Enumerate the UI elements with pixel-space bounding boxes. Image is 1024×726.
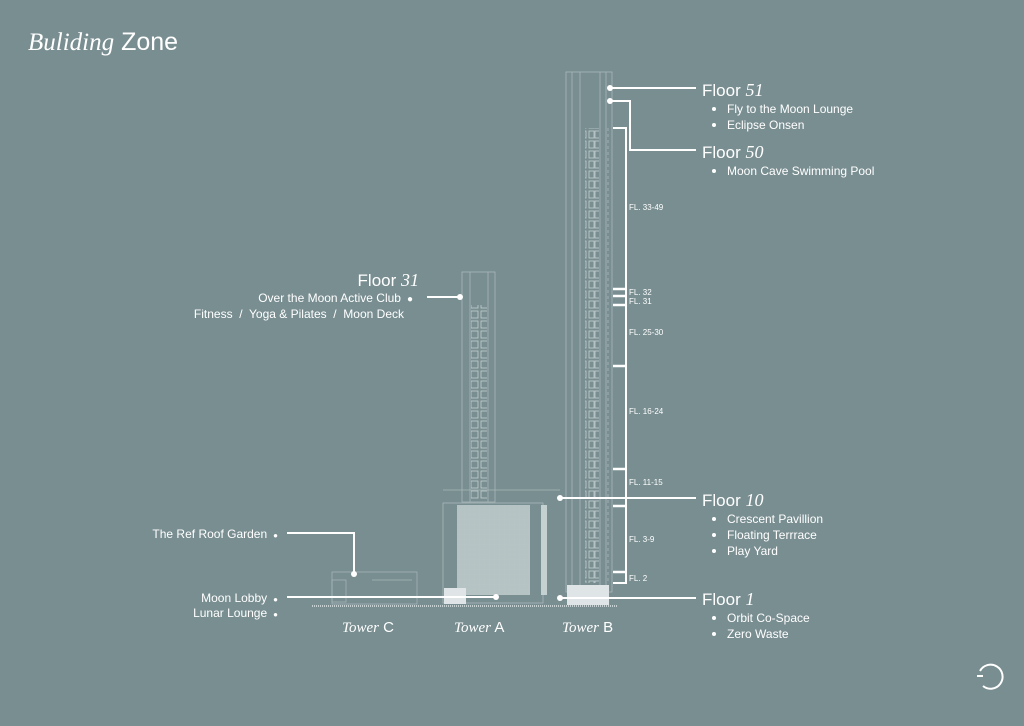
floor-1-heading: Floor 1: [702, 589, 755, 609]
tower-a-label: Tower A: [454, 619, 505, 636]
tower-a-drawing: [442, 271, 544, 604]
floor-31-callout: Floor 31: [358, 270, 419, 291]
title-italic: Buliding: [28, 29, 115, 56]
floor-range-label: FL. 32: [629, 288, 652, 297]
floor-range-label: FL. 16-24: [629, 407, 664, 416]
feature-item: Floating Terrrace: [702, 527, 823, 543]
floor-31-activities: Fitness / Yoga & Pilates / Moon Deck: [193, 307, 404, 321]
floor-50-features: Moon Cave Swimming Pool: [702, 163, 874, 179]
floor-50-heading: Floor 50: [702, 142, 764, 162]
floor-range-label: FL. 25-30: [629, 328, 664, 337]
feature-item: Crescent Pavillion: [702, 511, 823, 527]
roof-garden-label: The Ref Roof Garden●: [152, 527, 278, 541]
floor-range-label: FL. 11-15: [629, 478, 663, 487]
floor-range-label: FL. 33-49: [629, 203, 664, 212]
floor-range-label: FL. 2: [629, 574, 648, 583]
feature-item: Zero Waste: [702, 626, 810, 642]
floor-51-features: Fly to the Moon Lounge Eclipse Onsen: [702, 101, 853, 133]
floor-51-heading: Floor 51: [702, 80, 764, 100]
floor-10-features: Crescent Pavillion Floating Terrrace Pla…: [702, 511, 823, 559]
tower-b-label: Tower B: [562, 619, 614, 636]
floor-1-features: Orbit Co-Space Zero Waste: [702, 610, 810, 642]
tower-b-drawing: [565, 71, 613, 593]
floor-10-callout: Floor 10 Crescent Pavillion Floating Ter…: [702, 490, 823, 559]
floor-31-club: Over the Moon Active Club●: [258, 291, 413, 305]
feature-item: Orbit Co-Space: [702, 610, 810, 626]
feature-item: Fly to the Moon Lounge: [702, 101, 853, 117]
floor-1-callout: Floor 1 Orbit Co-Space Zero Waste: [702, 589, 810, 642]
feature-item: Play Yard: [702, 543, 823, 559]
moon-lobby-label: Moon Lobby●: [201, 591, 278, 605]
floor-50-callout: Floor 50 Moon Cave Swimming Pool: [702, 142, 874, 179]
title-regular: Zone: [121, 28, 179, 56]
floor-10-heading: Floor 10: [702, 490, 764, 510]
floor-51-callout: Floor 51 Fly to the Moon Lounge Eclipse …: [702, 80, 853, 133]
page-title: Buliding Zone: [28, 28, 178, 57]
lunar-lounge-label: Lunar Lounge●: [193, 606, 278, 620]
floor-31-heading: Floor 31: [357, 270, 419, 290]
feature-item: Moon Cave Swimming Pool: [702, 163, 874, 179]
floor-range-label: FL. 3-9: [629, 535, 655, 544]
feature-item: Eclipse Onsen: [702, 117, 853, 133]
tower-c-drawing: [331, 571, 418, 605]
tower-c-label: Tower C: [342, 619, 394, 636]
floor-range-label: FL. 31: [629, 297, 652, 306]
